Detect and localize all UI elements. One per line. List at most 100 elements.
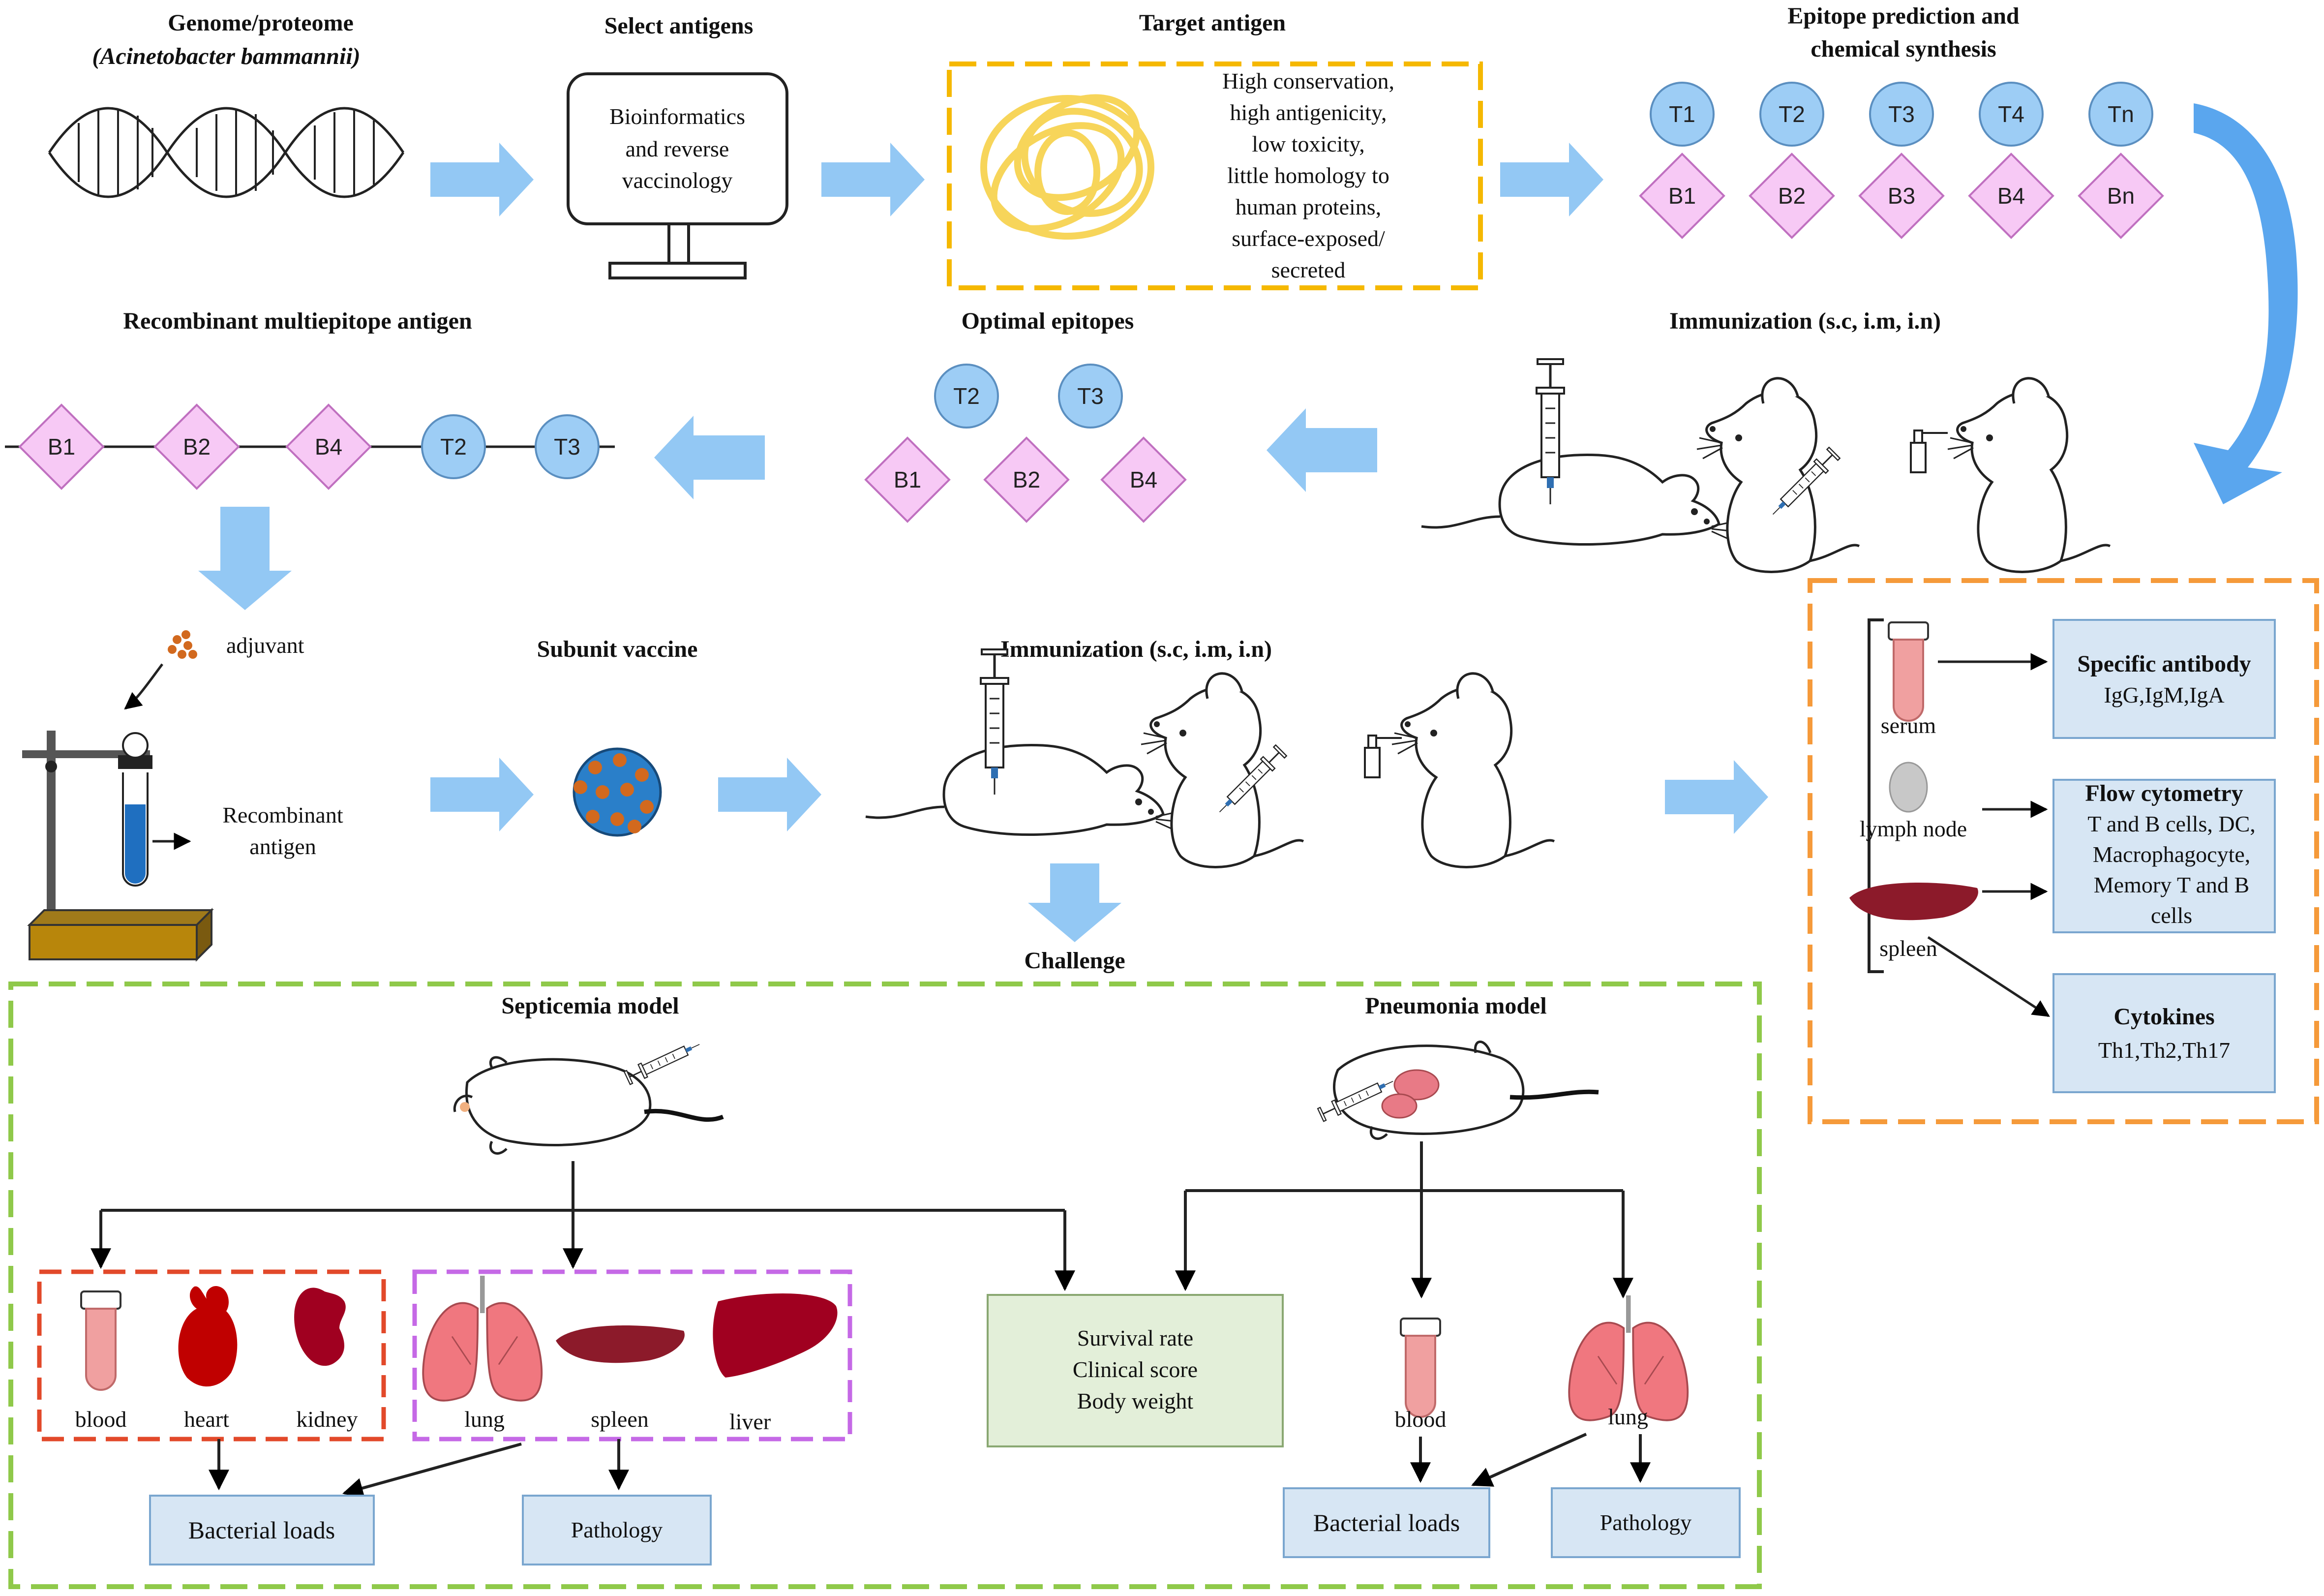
optimal-t3: T3 — [1058, 364, 1123, 429]
analysis-bracket — [1868, 618, 1884, 973]
test-tube-icon — [1888, 621, 1929, 722]
b-epitope-b4-label: B4 — [1997, 183, 2025, 209]
t-epitope-t2-label: T2 — [1779, 101, 1805, 127]
epitope-chain: B1 B2 B4 T2 T3 — [18, 403, 600, 490]
cytokines-box — [2052, 973, 2276, 1093]
target-line-1: High conservation, — [1222, 68, 1394, 93]
mouse-icon — [866, 745, 1178, 834]
chain-b4-label: B4 — [315, 434, 342, 460]
optimal-b2: B2 — [983, 436, 1070, 523]
t-epitope-t1: T1 — [1650, 82, 1715, 147]
serum-label: serum — [1881, 713, 1936, 738]
liver-label: liver — [729, 1409, 771, 1434]
adjuvant-label: adjuvant — [226, 633, 304, 658]
optimal-b4: B4 — [1100, 436, 1187, 523]
antibody-detail: IgG,IgM,IgA — [2104, 682, 2224, 707]
sept-pathology-label: Pathology — [571, 1517, 663, 1542]
chain-t3: T3 — [535, 414, 600, 479]
t-epitope-tn: Tn — [2088, 82, 2153, 147]
cytokines-title: Cytokines — [2113, 1004, 2214, 1030]
pneu-bacterial-box — [1283, 1487, 1490, 1558]
survival-line-1: Survival rate — [1077, 1325, 1193, 1350]
kidney-label: kidney — [296, 1407, 358, 1432]
pneu-lung-label: lung — [1608, 1404, 1648, 1429]
recombinant-title: Recombinant multiepitope antigen — [123, 308, 472, 334]
flow-arrow-5 — [718, 758, 821, 831]
select-line-1: Bioinformatics — [609, 104, 745, 129]
septicemia-title: Septicemia model — [501, 993, 679, 1019]
chain-b2-label: B2 — [183, 434, 211, 460]
select-line-3: vaccinology — [622, 168, 733, 193]
adjuvant-dots-icon — [168, 630, 197, 659]
epitope-title-line-1: Epitope prediction and — [1787, 3, 2020, 29]
spleen-label: spleen — [1879, 936, 1937, 961]
select-line-2: and reverse — [626, 136, 729, 161]
mouse-icon — [1421, 455, 1734, 544]
target-line-2: high antigenicity, — [1230, 100, 1387, 125]
optimal-t2-label: T2 — [953, 383, 980, 409]
pneumonia-title: Pneumonia model — [1365, 993, 1546, 1019]
t-epitope-t3-label: T3 — [1888, 101, 1915, 127]
spleen-label-sept: spleen — [591, 1407, 649, 1432]
target-title: Target antigen — [1139, 10, 1286, 36]
b-epitope-bn: Bn — [2078, 153, 2164, 239]
pneu-pathology-box — [1551, 1487, 1741, 1558]
flow-title: Flow cytometry — [2085, 780, 2243, 806]
chain-t2-label: T2 — [440, 434, 467, 460]
pneu-lung-bacterial-arrow — [1471, 1433, 1587, 1487]
purple-to-bacterial-arrow — [342, 1443, 522, 1499]
b-epitope-bn-label: Bn — [2107, 183, 2135, 209]
septicemia-red-group — [37, 1269, 386, 1442]
flow-cytometry-box — [2052, 779, 2276, 933]
b-epitope-b1: B1 — [1639, 153, 1725, 239]
target-line-5: human proteins, — [1236, 194, 1381, 219]
select-title: Select antigens — [604, 13, 754, 39]
kidney-icon — [294, 1288, 346, 1366]
nasal-spray-icon — [1910, 430, 1948, 473]
b-epitope-b3-label: B3 — [1888, 183, 1915, 209]
immunization-title-top: Immunization (s.c, i.m, i.n) — [1669, 308, 1941, 334]
test-tube-icon — [122, 732, 149, 887]
challenge-label: Challenge — [1024, 948, 1125, 974]
cytokines-detail: Th1,Th2,Th17 — [2098, 1038, 2230, 1063]
recombinant-line-1: Recombinant — [222, 802, 343, 828]
test-tube-icon — [80, 1290, 121, 1391]
b-epitope-b1-label: B1 — [1668, 183, 1696, 209]
liver-icon — [713, 1293, 838, 1378]
test-tube-icon — [1400, 1318, 1441, 1418]
spleen-cytokine-arrow — [1927, 936, 2050, 1017]
chain-b1-label: B1 — [48, 434, 75, 460]
chain-t3-label: T3 — [554, 434, 580, 460]
t-epitope-tn-label: Tn — [2108, 101, 2134, 127]
computer-monitor-icon — [567, 72, 788, 279]
mouse-icon — [1697, 378, 1859, 572]
b-epitope-b4: B4 — [1968, 153, 2054, 239]
t-epitope-t2: T2 — [1759, 82, 1824, 147]
flow-arrow-3 — [1500, 143, 1603, 216]
chain-b2: B2 — [153, 403, 240, 490]
flow-arrow-left-1 — [654, 416, 765, 499]
target-line-4: little homology to — [1227, 163, 1389, 188]
mouse-icon — [1948, 378, 2110, 572]
pneumonia-connectors — [1185, 1141, 1623, 1192]
target-line-7: secreted — [1271, 257, 1346, 282]
flow-arrow-1 — [430, 143, 534, 216]
nasal-spray-icon — [1364, 735, 1402, 778]
epitope-title-line-2: chemical synthesis — [1811, 36, 1996, 62]
flow-arrow-down-1 — [198, 507, 292, 610]
spleen-icon — [556, 1325, 685, 1363]
optimal-b2-label: B2 — [1013, 467, 1040, 492]
mouse-icon — [453, 1056, 724, 1155]
sept-bacterial-box — [149, 1495, 375, 1565]
flow-arrow-left-2 — [1267, 408, 1377, 492]
chain-t2: T2 — [421, 414, 486, 479]
chain-b1: B1 — [18, 403, 105, 490]
subunit-title: Subunit vaccine — [537, 636, 698, 662]
flow-line-1: T and B cells, DC, — [2087, 811, 2256, 836]
lymph-node-icon — [1889, 762, 1928, 813]
curved-flow-arrow — [2194, 103, 2298, 504]
target-line-3: low toxicity, — [1252, 131, 1365, 156]
